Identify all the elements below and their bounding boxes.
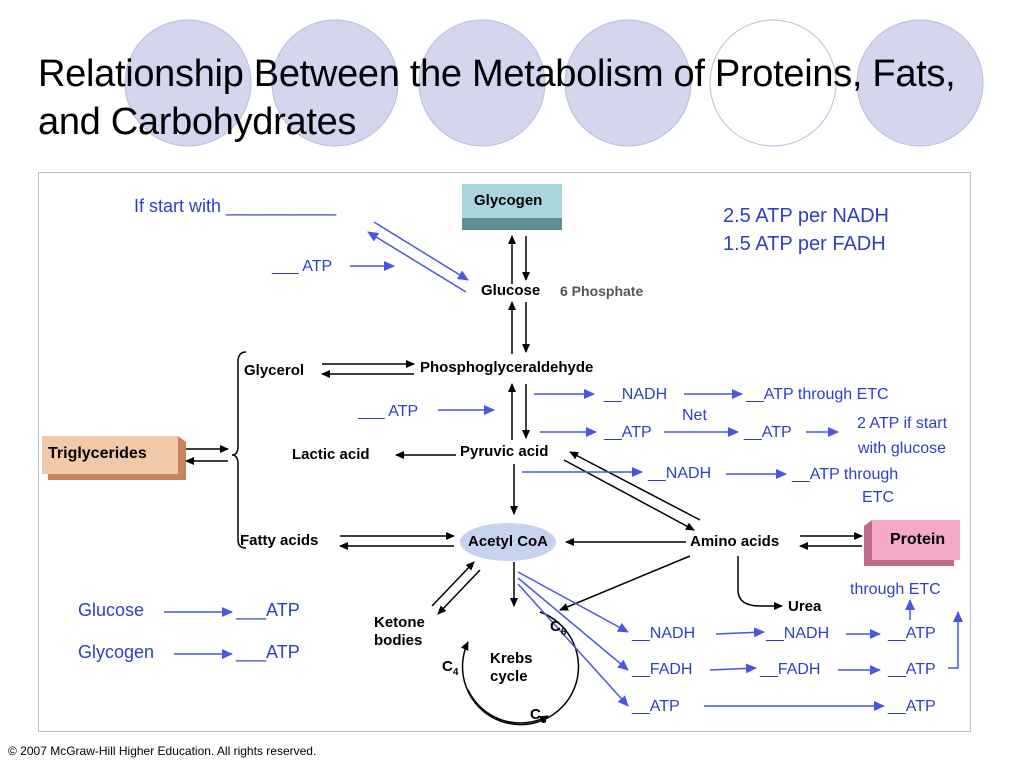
atp-glucose-annotation: ___ ATP — [272, 258, 333, 275]
decorative-circles — [124, 19, 984, 147]
through-etc-annotation: through ETC — [850, 581, 941, 598]
krebs-nadh-2: __NADH — [766, 625, 830, 642]
atp-through-etc-annotation: __ATP through ETC — [746, 386, 889, 403]
diagram-frame — [38, 172, 971, 732]
glycogen-annotation: Glycogen — [78, 642, 155, 662]
copyright-footer: © 2007 McGraw-Hill Higher Education. All… — [8, 744, 317, 758]
decor-circle-outline — [709, 19, 837, 147]
if-start-annotation: If start with ___________ — [134, 196, 337, 216]
krebs-atp-1: __ATP — [888, 625, 936, 642]
nadh-annotation-1: __NADH — [604, 386, 668, 403]
net-annotation: Net — [682, 407, 707, 424]
acetyl-coa-oval — [460, 523, 556, 561]
glucose-label: Glucose — [481, 282, 541, 299]
glycogen-label: Glycogen — [474, 192, 543, 209]
glucose-atp-annotation: ___ATP — [236, 600, 300, 620]
krebs-fadh-1: __FADH — [632, 661, 693, 678]
decor-circle — [418, 19, 546, 147]
atp-pgal-annotation: ___ ATP — [358, 403, 419, 420]
krebs-nadh-1: __NADH — [632, 625, 696, 642]
c4-label: C4 — [442, 658, 459, 678]
protein-box — [864, 520, 960, 566]
atp-annotation-b: __ATP — [744, 424, 792, 441]
amino-acids-label: Amino acids — [690, 533, 780, 550]
atp-through-annotation: __ATP through — [792, 466, 899, 483]
etc-annotation: ETC — [862, 489, 894, 506]
decor-circle — [856, 19, 984, 147]
two-atp-annotation-1: 2 ATP if start — [856, 415, 948, 432]
krebs-fadh-2: __FADH — [760, 661, 821, 678]
fatty-acids-label: Fatty acids — [240, 532, 319, 549]
annotation-arrows — [164, 221, 963, 711]
atp-annotation-a: __ATP — [604, 424, 652, 441]
acetyl-coa-label: Acetyl CoA — [468, 533, 549, 550]
glycogen-atp-annotation: ___ATP — [236, 642, 300, 662]
nadh-annotation-2: __NADH — [648, 465, 712, 482]
lactic-acid-label: Lactic acid — [292, 446, 370, 463]
c6-label: C6 — [550, 618, 567, 638]
phosphate-label: 6 Phosphate — [560, 283, 644, 299]
urea-label: Urea — [788, 598, 822, 615]
glycerol-label: Glycerol — [244, 362, 305, 379]
ketone-label: Ketone — [374, 614, 425, 631]
bodies-label: bodies — [374, 632, 423, 649]
page-title: Relationship Between the Metabolism of P… — [38, 53, 956, 143]
pyruvic-acid-label: Pyruvic acid — [460, 443, 549, 460]
phosphoglyceraldehyde-label: Phosphoglyceraldehyde — [420, 359, 594, 376]
two-atp-annotation-2: with glucose — [857, 440, 947, 457]
triglycerides-box — [42, 436, 186, 480]
decor-circle — [271, 19, 399, 147]
cycle-label: cycle — [490, 668, 528, 685]
c5-label: C5 — [530, 706, 547, 726]
krebs-label: Krebs — [490, 650, 533, 667]
krebs-atp-4: __ATP — [888, 698, 936, 715]
protein-label: Protein — [890, 531, 946, 548]
krebs-atp-2: __ATP — [888, 661, 936, 678]
atp-per-fadh: 1.5 ATP per FADH — [723, 233, 886, 255]
glucose-annotation: Glucose — [78, 600, 145, 620]
atp-per-nadh: 2.5 ATP per NADH — [723, 205, 889, 227]
decor-circle — [564, 19, 692, 147]
triglycerides-label: Triglycerides — [48, 445, 147, 462]
decor-circle — [124, 19, 252, 147]
krebs-atp-3: __ATP — [632, 698, 680, 715]
glycogen-box — [462, 184, 562, 230]
